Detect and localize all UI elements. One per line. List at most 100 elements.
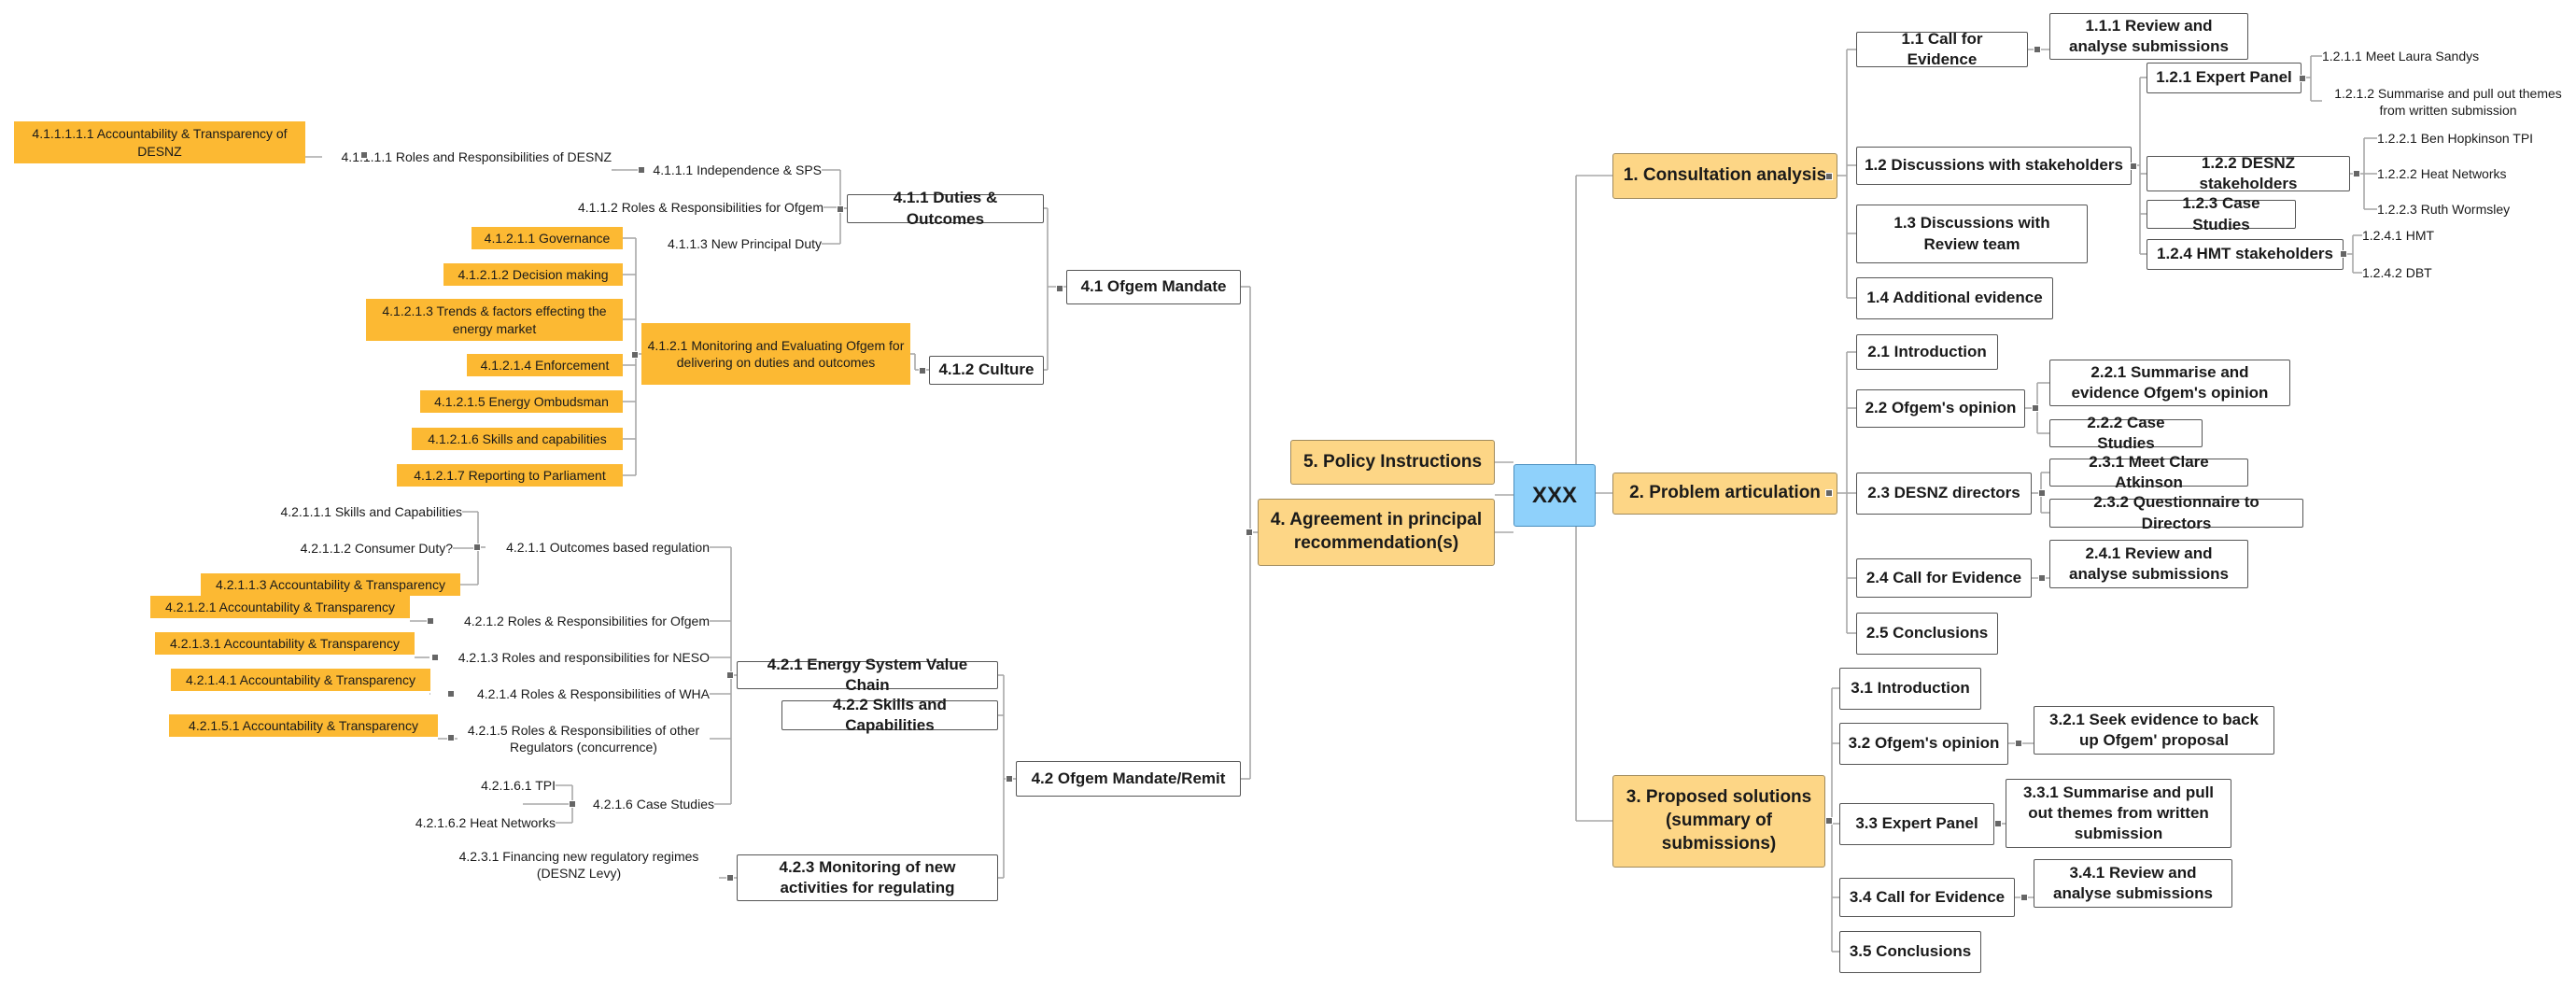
- leaf-4-2-1-3: 4.2.1.3 Roles and responsibilities for N…: [457, 649, 710, 665]
- collapse-handle[interactable]: [1825, 489, 1833, 497]
- node-1-1-call-for-evidence[interactable]: 1.1 Call for Evidence: [1856, 30, 2028, 68]
- collapse-handle[interactable]: [473, 543, 481, 551]
- node-4-2-1-energy-value-chain[interactable]: 4.2.1 Energy System Value Chain: [737, 656, 998, 694]
- node-1-2-discussions-stakeholders[interactable]: 1.2 Discussions with stakeholders: [1856, 147, 2132, 185]
- node-1-1-1-review-submissions[interactable]: 1.1.1 Review and analyse submissions: [2049, 13, 2248, 60]
- collapse-handle[interactable]: [1825, 817, 1833, 825]
- leaf-4-2-1-6: 4.2.1.6 Case Studies: [593, 796, 714, 812]
- collapse-handle[interactable]: [1056, 285, 1063, 292]
- collapse-handle[interactable]: [2020, 894, 2028, 901]
- collapse-handle[interactable]: [431, 654, 439, 661]
- node-2-3-desnz-directors[interactable]: 2.3 DESNZ directors: [1856, 473, 2032, 515]
- collapse-handle[interactable]: [726, 671, 734, 679]
- collapse-handle[interactable]: [447, 690, 455, 698]
- leaf-1-2-1-1: 1.2.1.1 Meet Laura Sandys: [2322, 48, 2480, 64]
- leaf-4-2-1-4: 4.2.1.4 Roles & Responsibilities of WHA: [477, 685, 710, 701]
- collapse-handle[interactable]: [2038, 574, 2046, 582]
- node-2-5-conclusions[interactable]: 2.5 Conclusions: [1856, 613, 1998, 655]
- leaf-1-2-2-2: 1.2.2.2 Heat Networks: [2377, 165, 2507, 181]
- collapse-handle[interactable]: [447, 734, 455, 741]
- topic-consultation-analysis[interactable]: 1. Consultation analysis: [1612, 153, 1837, 199]
- collapse-handle[interactable]: [1006, 775, 1013, 783]
- leaf-4-2-1-4-1: 4.2.1.4.1 Accountability & Transparency: [171, 669, 430, 691]
- node-3-2-ofgem-opinion[interactable]: 3.2 Ofgem's opinion: [1839, 723, 2008, 765]
- topic-problem-articulation[interactable]: 2. Problem articulation: [1612, 473, 1837, 515]
- node-1-4-additional-evidence[interactable]: 1.4 Additional evidence: [1856, 277, 2053, 319]
- leaf-1-2-2-3: 1.2.2.3 Ruth Wormsley: [2377, 201, 2511, 217]
- collapse-handle[interactable]: [2034, 46, 2041, 53]
- leaf-4-2-1-5: 4.2.1.5 Roles & Responsibilities of othe…: [467, 722, 700, 755]
- node-1-2-3-case-studies[interactable]: 1.2.3 Case Studies: [2147, 194, 2296, 233]
- node-1-2-2-desnz-stakeholders[interactable]: 1.2.2 DESNZ stakeholders: [2147, 154, 2350, 192]
- leaf-4-2-1-1-3: 4.2.1.1.3 Accountability & Transparency: [201, 573, 460, 596]
- node-2-2-1-summarise-evidence[interactable]: 2.2.1 Summarise and evidence Ofgem's opi…: [2049, 360, 2290, 406]
- collapse-handle[interactable]: [2038, 489, 2046, 497]
- leaf-4-1-2-1-2: 4.1.2.1.2 Decision making: [443, 263, 623, 286]
- collapse-handle[interactable]: [726, 874, 734, 882]
- node-2-2-ofgem-opinion[interactable]: 2.2 Ofgem's opinion: [1856, 389, 2025, 428]
- leaf-4-1-2-1-4: 4.1.2.1.4 Enforcement: [467, 354, 623, 376]
- collapse-handle[interactable]: [638, 166, 645, 174]
- leaf-4-2-1-5-1: 4.2.1.5.1 Accountability & Transparency: [169, 714, 438, 737]
- collapse-handle[interactable]: [569, 800, 576, 808]
- leaf-4-1-2-1-7: 4.1.2.1.7 Reporting to Parliament: [397, 464, 623, 487]
- collapse-handle[interactable]: [2340, 250, 2347, 258]
- node-3-4-1-review-submissions[interactable]: 3.4.1 Review and analyse submissions: [2034, 859, 2232, 908]
- node-1-3-discussions-review-team[interactable]: 1.3 Discussions with Review team: [1856, 205, 2088, 263]
- node-2-4-call-for-evidence[interactable]: 2.4 Call for Evidence: [1856, 558, 2032, 598]
- topic-agreement-recommendations[interactable]: 4. Agreement in principal recommendation…: [1258, 499, 1495, 566]
- leaf-4-1-1-1-1: 4.1.1.1.1 Roles and Responsibilities of …: [341, 148, 612, 164]
- leaf-4-1-1-2: 4.1.1.2 Roles & Responsibilities for Ofg…: [577, 199, 823, 215]
- topic-proposed-solutions[interactable]: 3. Proposed solutions (summary of submis…: [1612, 775, 1825, 868]
- collapse-handle[interactable]: [2353, 170, 2360, 177]
- collapse-handle[interactable]: [427, 617, 434, 625]
- node-4-1-ofgem-mandate[interactable]: 4.1 Ofgem Mandate: [1066, 270, 1241, 304]
- collapse-handle[interactable]: [360, 151, 368, 159]
- node-2-4-1-review-submissions[interactable]: 2.4.1 Review and analyse submissions: [2049, 540, 2248, 588]
- collapse-handle[interactable]: [1246, 529, 1253, 536]
- collapse-handle[interactable]: [1825, 173, 1833, 180]
- node-3-3-expert-panel[interactable]: 3.3 Expert Panel: [1839, 803, 1994, 845]
- leaf-4-1-1-3: 4.1.1.3 New Principal Duty: [668, 235, 822, 251]
- collapse-handle[interactable]: [919, 367, 926, 374]
- collapse-handle[interactable]: [2032, 404, 2039, 412]
- node-4-1-2-culture[interactable]: 4.1.2 Culture: [929, 356, 1044, 385]
- leaf-4-2-1-6-2: 4.2.1.6.2 Heat Networks: [415, 814, 556, 830]
- node-3-3-1-summarise-themes[interactable]: 3.3.1 Summarise and pull out themes from…: [2006, 779, 2231, 848]
- leaf-1-2-4-1: 1.2.4.1 HMT: [2362, 227, 2435, 243]
- leaf-4-1-1-1: 4.1.1.1 Independence & SPS: [653, 162, 822, 177]
- leaf-4-1-2-1-1: 4.1.2.1.1 Governance: [472, 227, 623, 249]
- node-3-1-introduction[interactable]: 3.1 Introduction: [1839, 668, 1981, 710]
- node-4-2-ofgem-mandate-remit[interactable]: 4.2 Ofgem Mandate/Remit: [1016, 761, 1241, 797]
- leaf-4-1-2-1-5: 4.1.2.1.5 Energy Ombudsman: [420, 390, 623, 413]
- collapse-handle[interactable]: [2299, 75, 2306, 82]
- leaf-4-1-2-1-3: 4.1.2.1.3 Trends & factors effecting the…: [366, 299, 623, 341]
- collapse-handle[interactable]: [2015, 740, 2022, 747]
- leaf-4-2-1-1-2: 4.2.1.1.2 Consumer Duty?: [300, 540, 453, 556]
- node-2-2-2-case-studies[interactable]: 2.2.2 Case Studies: [2049, 414, 2203, 452]
- node-2-3-1-meet-clare-atkinson[interactable]: 2.3.1 Meet Clare Atkinson: [2049, 453, 2248, 491]
- leaf-4-2-1-1-1: 4.2.1.1.1 Skills and Capabilities: [280, 503, 462, 519]
- node-2-3-2-questionnaire[interactable]: 2.3.2 Questionnaire to Directors: [2049, 493, 2303, 532]
- node-2-1-introduction[interactable]: 2.1 Introduction: [1856, 334, 1998, 370]
- collapse-handle[interactable]: [631, 351, 639, 359]
- topic-policy-instructions[interactable]: 5. Policy Instructions: [1290, 440, 1495, 485]
- node-1-2-1-expert-panel[interactable]: 1.2.1 Expert Panel: [2147, 63, 2302, 93]
- node-3-2-1-seek-evidence[interactable]: 3.2.1 Seek evidence to back up Ofgem' pr…: [2034, 706, 2274, 755]
- leaf-4-2-1-3-1: 4.2.1.3.1 Accountability & Transparency: [155, 632, 415, 655]
- node-4-1-1-duties-outcomes[interactable]: 4.1.1 Duties & Outcomes: [847, 189, 1044, 228]
- collapse-handle[interactable]: [837, 205, 844, 213]
- node-1-2-4-hmt-stakeholders[interactable]: 1.2.4 HMT stakeholders: [2147, 239, 2344, 270]
- central-topic[interactable]: XXX: [1513, 464, 1596, 527]
- leaf-1-2-1-2: 1.2.1.2 Summarise and pull out themes fr…: [2334, 85, 2562, 118]
- node-4-2-3-monitoring-new-activities[interactable]: 4.2.3 Monitoring of new activities for r…: [737, 854, 998, 901]
- leaf-4-2-1-2: 4.2.1.2 Roles & Responsibilities for Ofg…: [463, 613, 710, 628]
- node-4-2-2-skills-capabilities[interactable]: 4.2.2 Skills and Capabilities: [781, 696, 998, 734]
- collapse-handle[interactable]: [2130, 162, 2137, 170]
- node-3-4-call-for-evidence[interactable]: 3.4 Call for Evidence: [1839, 878, 2015, 917]
- leaf-4-1-1-1-1-1: 4.1.1.1.1.1 Accountability & Transparenc…: [14, 121, 305, 163]
- collapse-handle[interactable]: [1994, 820, 2002, 827]
- node-3-5-conclusions[interactable]: 3.5 Conclusions: [1839, 931, 1981, 973]
- leaf-4-2-1-2-1: 4.2.1.2.1 Accountability & Transparency: [150, 596, 410, 618]
